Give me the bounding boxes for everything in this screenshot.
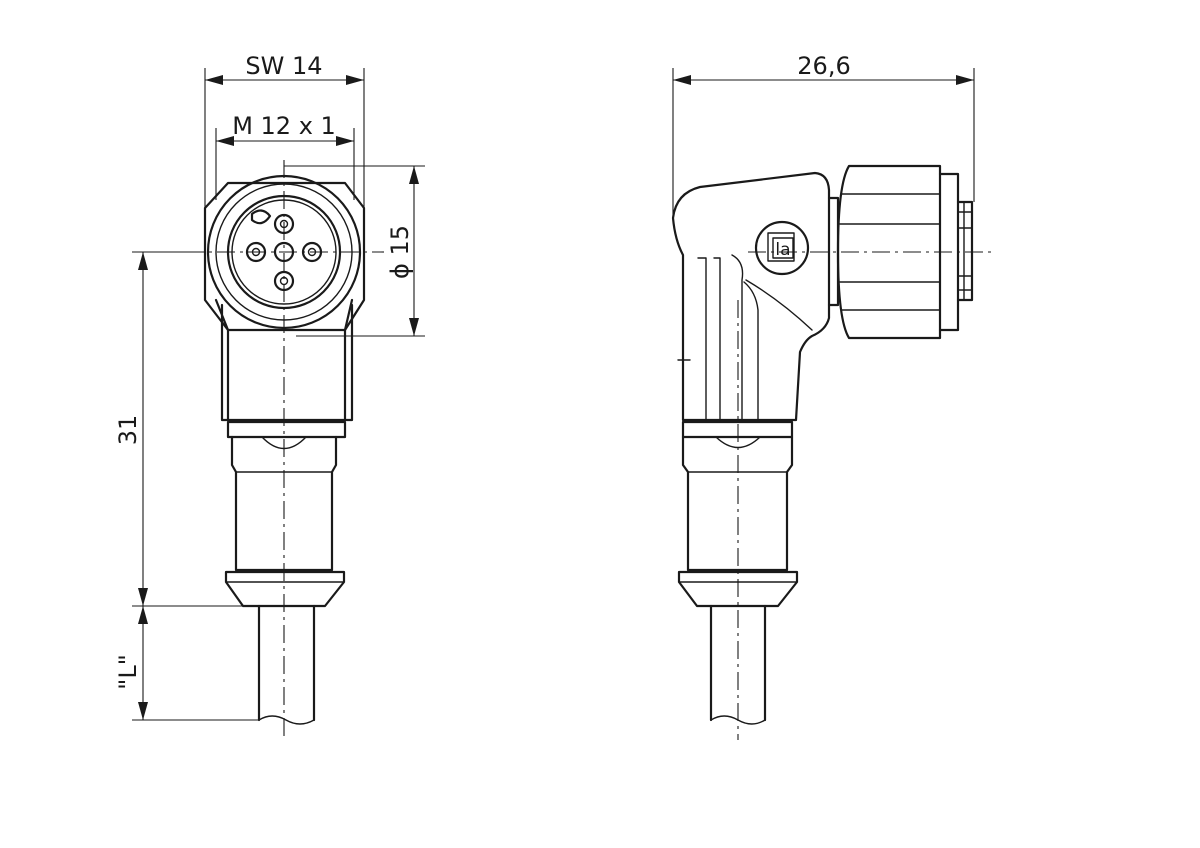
overall-depth-label: 26,6 xyxy=(797,52,850,80)
lapp-logo-icon: la xyxy=(754,220,810,276)
side-cable xyxy=(709,604,767,722)
diameter-label: ϕ 15 xyxy=(386,225,414,279)
cable xyxy=(257,604,316,722)
housing-inner-line-4 xyxy=(743,281,759,421)
front-view xyxy=(186,160,384,740)
hex-width-label: SW 14 xyxy=(245,52,322,80)
angled-housing xyxy=(214,298,354,422)
dimension-hex-width: SW 14 xyxy=(204,52,365,208)
cable-length-label: "L" xyxy=(114,654,142,689)
thread-label: M 12 x 1 xyxy=(232,112,336,140)
logo-letters: la xyxy=(775,240,790,260)
side-nut xyxy=(836,164,942,340)
cable-break xyxy=(258,715,315,725)
side-socket-face-detail xyxy=(957,201,973,301)
cable-collar xyxy=(224,570,346,608)
housing-inner-line-1 xyxy=(697,257,707,421)
housing-inner-line-3 xyxy=(731,254,744,421)
length-31-label: 31 xyxy=(114,415,142,446)
housing-inner-line-2 xyxy=(713,257,721,421)
dimension-overall-depth: 26,6 xyxy=(672,52,975,218)
side-housing xyxy=(671,171,831,422)
dimension-thread: M 12 x 1 xyxy=(215,112,355,200)
coupling-ring xyxy=(226,420,347,439)
side-view: la xyxy=(671,164,992,740)
dimension-length-31: 31 xyxy=(114,251,243,607)
dimension-diameter: ϕ 15 xyxy=(284,165,425,337)
housing-inner-line-5 xyxy=(745,279,813,331)
side-socket-face xyxy=(956,200,974,302)
dimension-cable-length: "L" xyxy=(114,606,259,721)
coding-key-notch xyxy=(250,209,272,225)
side-overmould xyxy=(681,435,794,572)
